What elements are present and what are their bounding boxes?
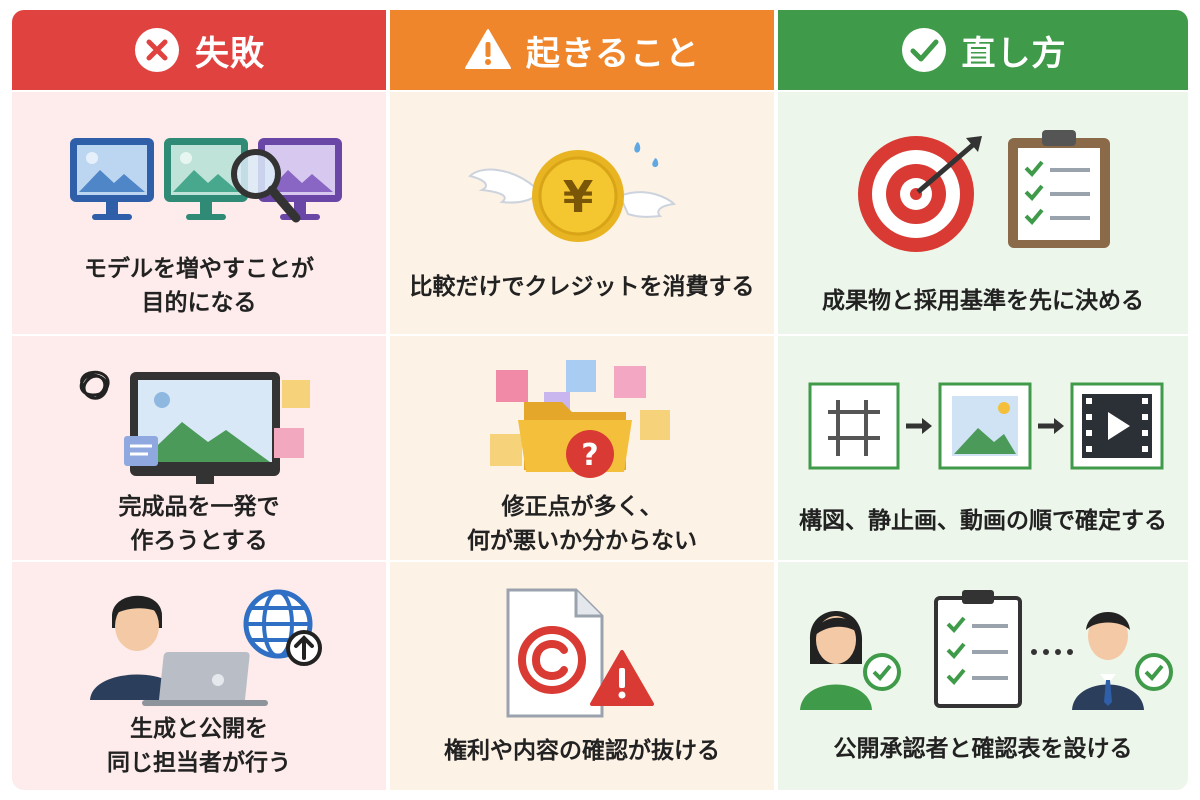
consequence-cell-1: ¥ 比較だけでクレジットを消費する [390, 92, 774, 334]
consequence-cell-2: ? 修正点が多く、 何が悪いか分からない [390, 336, 774, 560]
consequence-header: 起きること [390, 10, 774, 90]
failure-column: 失敗 [12, 10, 386, 790]
fix-text-2: 構図、静止画、動画の順で確定する [799, 508, 1167, 534]
failure-cell-1: モデルを増やすことが 目的になる [12, 92, 386, 334]
x-circle-icon [135, 28, 179, 72]
fix-text-1: 成果物と採用基準を先に決める [822, 288, 1144, 314]
failure-cell-2: 完成品を一発で 作ろうとする [12, 336, 386, 560]
copyright-document-warning-icon [506, 588, 654, 718]
consequence-text-3: 権利や内容の確認が抜ける [444, 738, 720, 764]
svg-text:?: ? [581, 438, 598, 473]
folder-question-icon: ? [490, 360, 670, 478]
fix-text-3: 公開承認者と確認表を設ける [833, 736, 1133, 762]
monitor-with-notes-icon [79, 370, 310, 484]
fix-cell-1: 成果物と採用基準を先に決める [778, 92, 1188, 334]
consequence-header-label: 起きること [525, 33, 701, 74]
approver-checklist-icon [800, 590, 1173, 710]
comparison-grid: 失敗 [12, 10, 1188, 790]
consequence-cell-3: 権利や内容の確認が抜ける [390, 562, 774, 790]
failure-cell-3: 生成と公開を 同じ担当者が行う [12, 562, 386, 790]
consequence-column: 起きること ¥ 比較だけでクレジットを消費する [390, 10, 774, 790]
fix-cell-3: 公開承認者と確認表を設ける [778, 562, 1188, 790]
fix-header-label: 直し方 [961, 33, 1067, 74]
failure-header-label: 失敗 [195, 33, 265, 74]
consequence-text-1: 比較だけでクレジットを消費する [409, 274, 755, 300]
failure-text-2: 完成品を一発で 作ろうとする [118, 494, 280, 554]
failure-text-1: モデルを増やすことが 目的になる [84, 256, 314, 316]
multiple-monitors-search-icon [70, 138, 342, 223]
failure-header: 失敗 [12, 10, 386, 90]
target-and-checklist-icon [858, 130, 1110, 252]
flying-yen-coin-icon: ¥ [468, 142, 677, 242]
yen-symbol: ¥ [563, 172, 594, 223]
fix-column: 直し方 成果物と採用基準を先に決 [778, 10, 1188, 790]
failure-text-3: 生成と公開を 同じ担当者が行う [107, 716, 291, 776]
composition-image-video-flow-icon [808, 382, 1164, 470]
warning-triangle-icon [464, 29, 511, 69]
fix-header: 直し方 [778, 10, 1188, 90]
check-circle-icon [901, 28, 946, 72]
fix-cell-2: 構図、静止画、動画の順で確定する [778, 336, 1188, 560]
consequence-text-2: 修正点が多く、 何が悪いか分からない [467, 494, 697, 554]
person-laptop-upload-icon [90, 589, 322, 706]
